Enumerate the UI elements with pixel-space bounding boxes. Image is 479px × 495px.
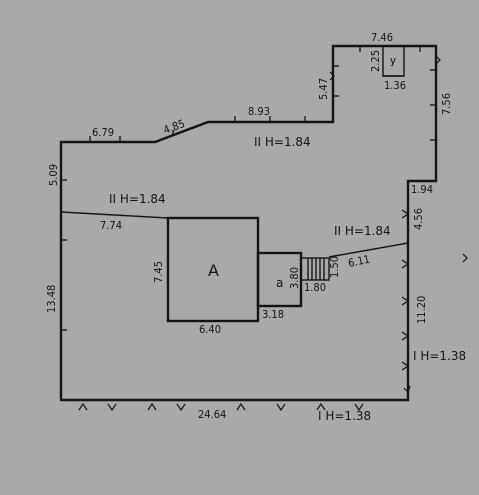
- dimension-label: 24.64: [198, 408, 226, 421]
- porch-outline: [300, 257, 330, 281]
- dimension-label: 1.80: [304, 281, 326, 294]
- dimension-label: 6.40: [199, 323, 221, 336]
- zone-label: I H=1.38: [413, 349, 466, 363]
- dimension-label: 7.45: [152, 261, 165, 283]
- room-label-annex: a: [276, 276, 283, 290]
- zone-divider-west: [60, 211, 169, 219]
- boundary-ticks: [61, 46, 436, 331]
- dimension-label: 3.80: [288, 267, 301, 289]
- zone-label: II H=1.84: [334, 224, 391, 238]
- dimension-label: 11.20: [415, 296, 428, 324]
- zone-label: II H=1.84: [109, 192, 166, 206]
- dimension-label: 7.74: [100, 219, 122, 232]
- dimension-label: 4.85: [162, 117, 187, 137]
- dimension-label: 6.79: [92, 126, 114, 139]
- dimension-label: 13.48: [45, 285, 58, 313]
- dimension-label: 6.11: [347, 253, 371, 270]
- room-label-outbuilding: У: [390, 56, 396, 69]
- dimension-label: 1.50: [328, 256, 341, 278]
- dimension-label: 1.94: [411, 183, 433, 196]
- dimension-label: 7.46: [371, 31, 393, 44]
- dimension-label: 8.93: [248, 105, 270, 118]
- dimension-label: 5.47: [317, 78, 330, 100]
- dimension-label: 7.56: [440, 93, 453, 115]
- dimension-label: 5.09: [47, 164, 60, 186]
- room-label-a: A: [208, 261, 219, 280]
- dimension-label: 1.36: [384, 79, 406, 92]
- zone-label: I H=1.38: [318, 409, 371, 423]
- dimension-label: 2.25: [369, 50, 382, 72]
- dimension-label: 4.56: [412, 208, 425, 230]
- zone-divider-east: [328, 242, 409, 258]
- building-outline: [59, 44, 438, 402]
- zone-label: II H=1.84: [254, 135, 311, 149]
- boundary-markers: [78, 55, 468, 412]
- dimension-label: 3.18: [262, 308, 284, 321]
